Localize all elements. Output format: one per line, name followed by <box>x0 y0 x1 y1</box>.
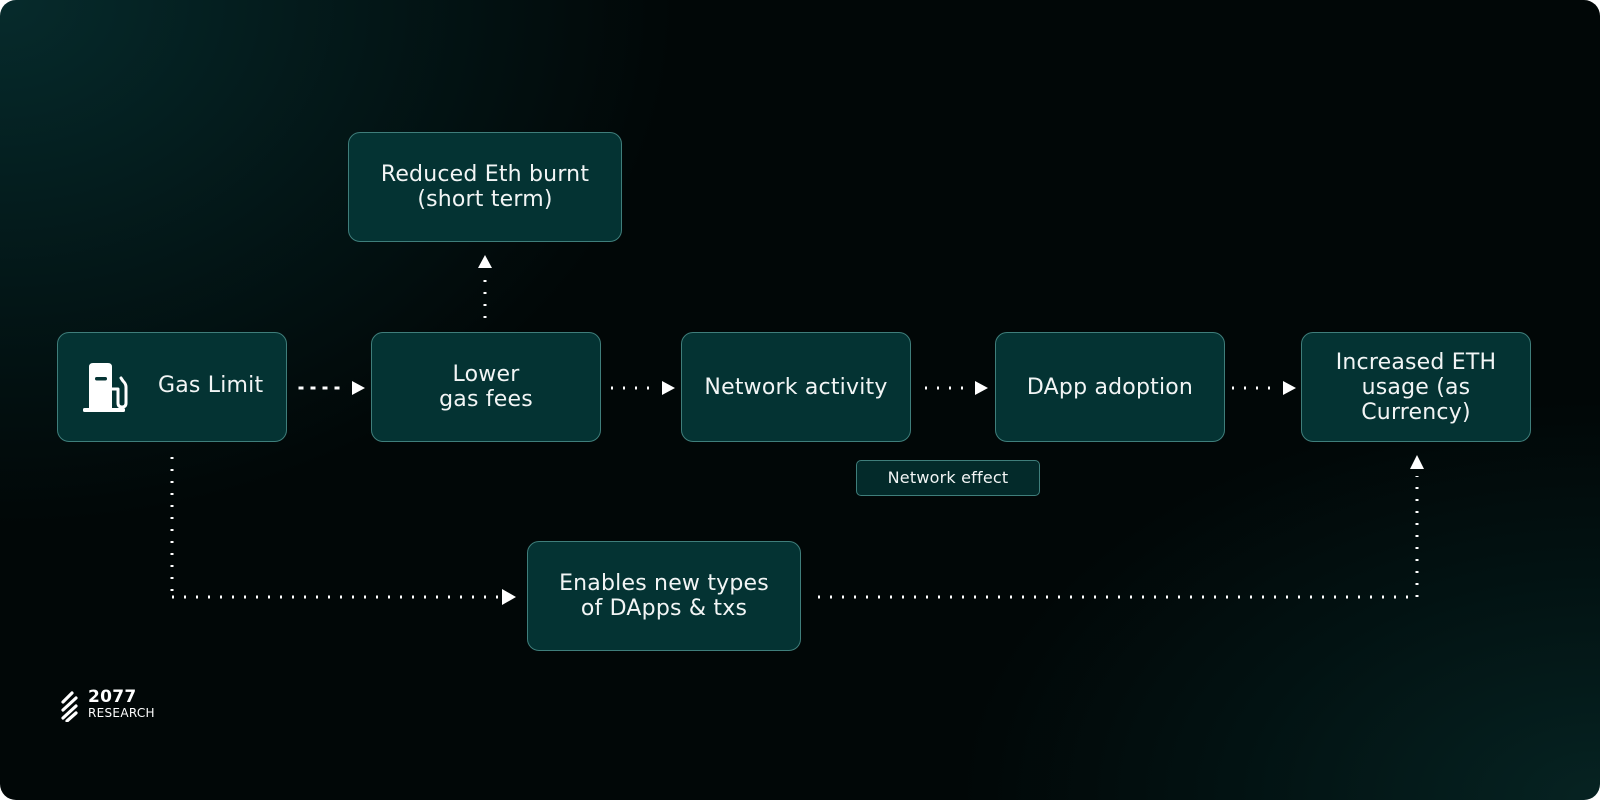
node-network-effect: Network effect <box>856 460 1040 496</box>
node-label: Reduced Eth burnt (short term) <box>380 162 590 212</box>
arrowhead-right <box>975 381 988 395</box>
arrowhead-up <box>1410 455 1424 469</box>
node-enables-new-types: Enables new types of DApps & txs <box>527 541 801 651</box>
node-label: Network activity <box>704 374 888 400</box>
brand-logo: 2077 RESEARCH <box>60 688 170 724</box>
node-label: Increased ETH usage (as Currency) <box>1335 349 1497 425</box>
gas-pump-icon <box>83 363 128 412</box>
node-reduced-eth-burnt: Reduced Eth burnt (short term) <box>348 132 622 242</box>
node-label: Lower gas fees <box>439 362 533 412</box>
arrowhead-up <box>478 255 492 268</box>
arrowhead-right <box>352 381 365 395</box>
arrowhead-right <box>502 589 516 605</box>
node-label: Gas Limit <box>158 373 264 398</box>
node-lower-gas-fees: Lower gas fees <box>371 332 601 442</box>
arrowhead-right <box>662 381 675 395</box>
node-gas-limit: Gas Limit <box>57 332 287 442</box>
arrowhead-right <box>1283 381 1296 395</box>
logo-wordmark: RESEARCH <box>88 706 155 720</box>
node-label: Enables new types of DApps & txs <box>559 571 769 621</box>
node-increased-eth-usage: Increased ETH usage (as Currency) <box>1301 332 1531 442</box>
logo-number: 2077 <box>88 687 137 707</box>
node-label: DApp adoption <box>1026 374 1194 400</box>
node-network-activity: Network activity <box>681 332 911 442</box>
node-label: Network effect <box>887 468 1009 487</box>
node-dapp-adoption: DApp adoption <box>995 332 1225 442</box>
logo-stripes-icon <box>61 691 78 722</box>
